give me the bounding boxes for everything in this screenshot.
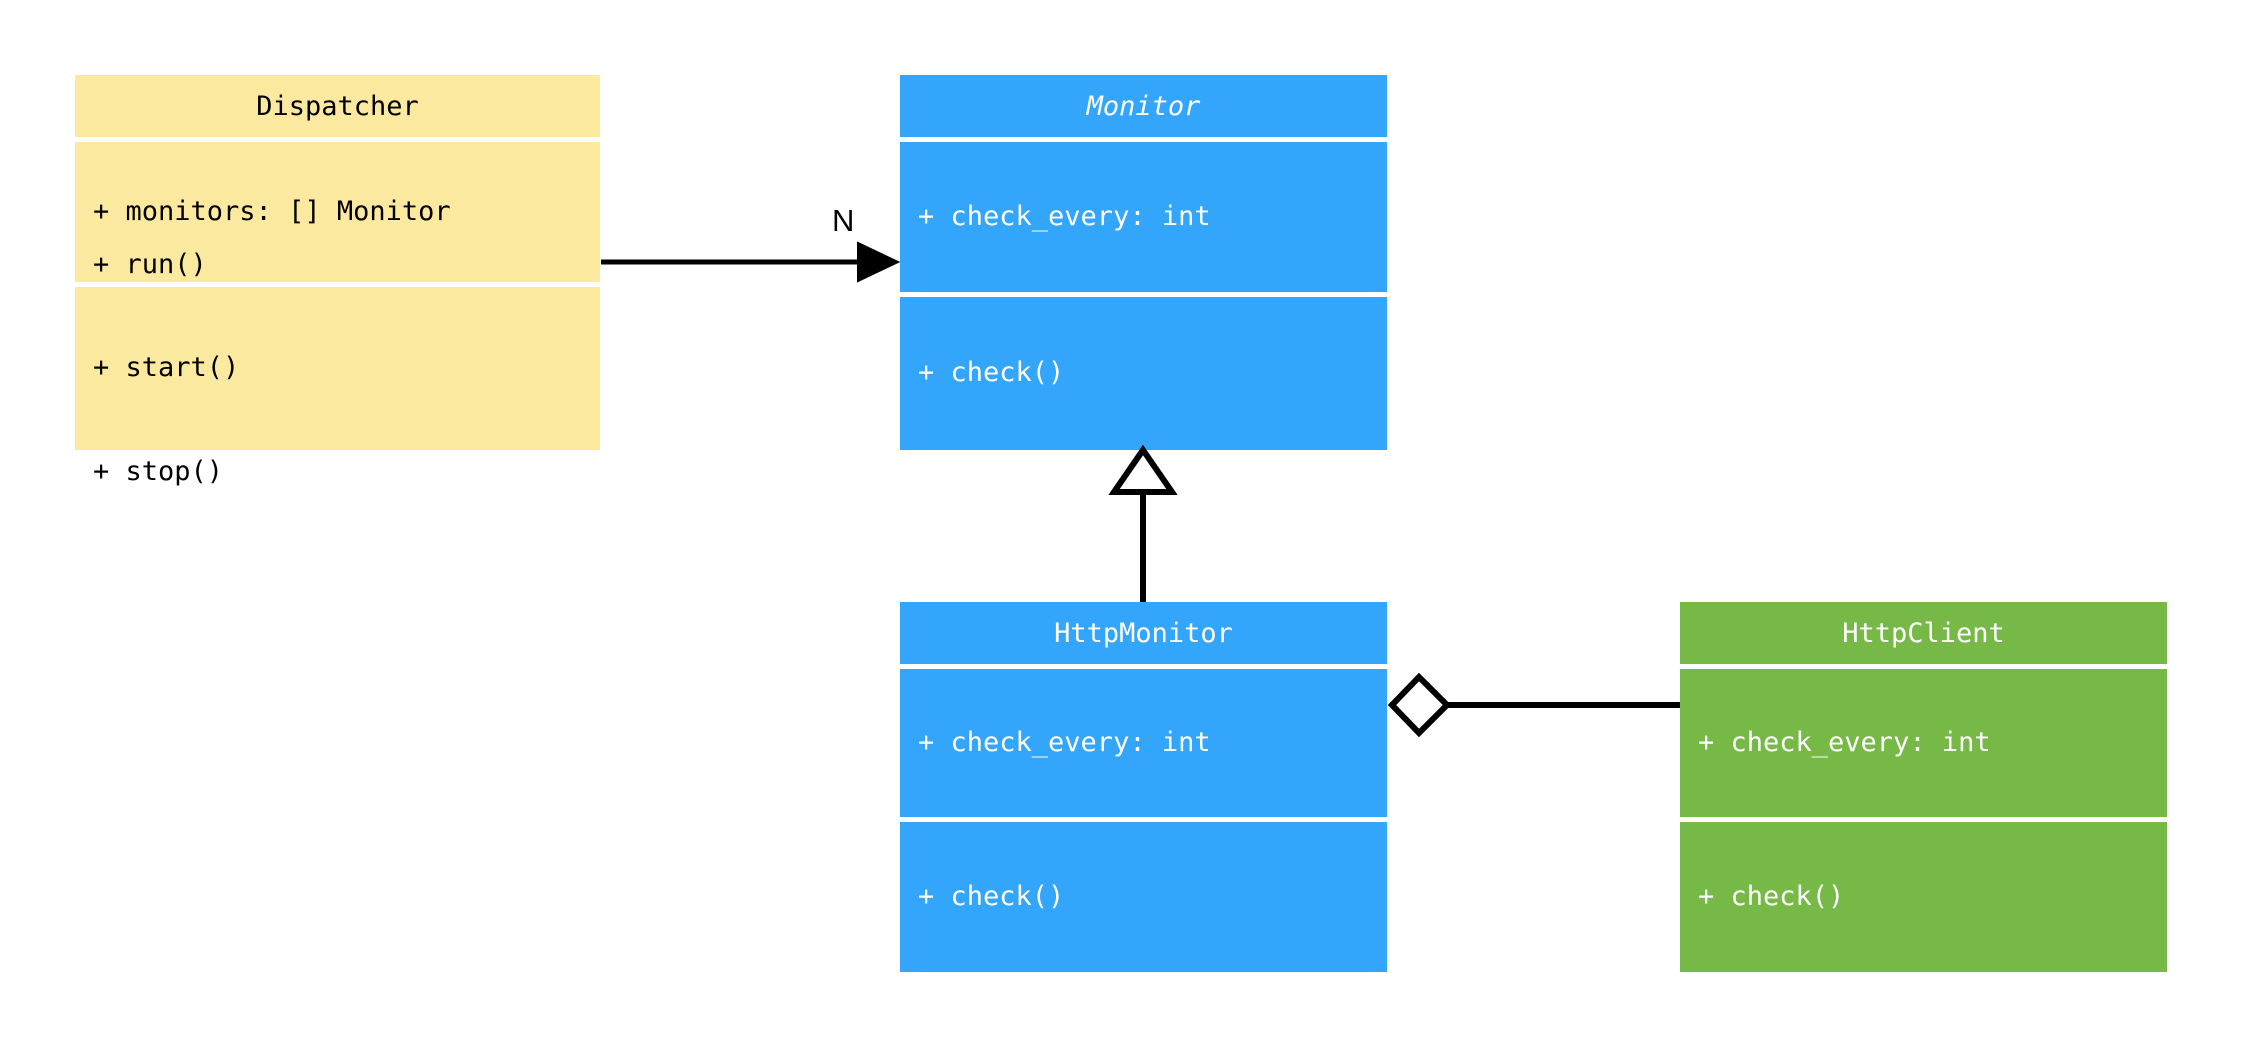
association-dispatcher-to-monitor bbox=[601, 241, 901, 283]
class-attributes-compartment-httpclient: + check_every: int bbox=[1680, 669, 2167, 817]
class-methods-compartment-httpclient: + check() bbox=[1680, 822, 2167, 972]
class-methods-compartment-dispatcher: + run() + start() + stop() bbox=[75, 249, 600, 487]
class-name-httpmonitor: HttpMonitor bbox=[1054, 617, 1233, 649]
attribute-item: + monitors: [] Monitor bbox=[93, 195, 451, 227]
filled-triangle-arrowhead-icon bbox=[857, 241, 901, 283]
class-title-compartment-httpclient: HttpClient bbox=[1680, 602, 2167, 664]
method-item: + check() bbox=[918, 357, 1065, 389]
class-box-monitor[interactable]: Monitor + check_every: int + check() bbox=[900, 75, 1387, 450]
class-name-monitor: Monitor bbox=[1086, 90, 1201, 122]
class-attributes-compartment-monitor: + check_every: int bbox=[900, 142, 1387, 292]
method-item: + start() bbox=[93, 352, 240, 384]
class-attributes-compartment-dispatcher: + monitors: [] Monitor bbox=[75, 142, 600, 282]
class-name-httpclient: HttpClient bbox=[1842, 617, 2005, 649]
aggregation-httpmonitor-to-httpclient bbox=[1387, 672, 1680, 738]
method-list-httpclient: + check() bbox=[1680, 811, 2167, 984]
method-item: + check() bbox=[918, 880, 1065, 912]
hollow-diamond-icon bbox=[1387, 672, 1452, 738]
method-list-httpmonitor: + check() bbox=[900, 811, 1387, 984]
attribute-item: + check_every: int bbox=[918, 726, 1211, 758]
class-title-compartment-monitor: Monitor bbox=[900, 75, 1387, 137]
class-box-httpclient[interactable]: HttpClient + check_every: int + check() bbox=[1680, 602, 2167, 972]
method-list-dispatcher: + run() + start() + stop() bbox=[75, 179, 600, 559]
class-title-compartment-dispatcher: Dispatcher bbox=[75, 75, 600, 137]
method-item: + run() bbox=[93, 248, 207, 280]
method-item: + check() bbox=[1698, 880, 1845, 912]
class-attributes-compartment-httpmonitor: + check_every: int bbox=[900, 669, 1387, 817]
class-name-dispatcher: Dispatcher bbox=[256, 90, 419, 122]
class-title-compartment-httpmonitor: HttpMonitor bbox=[900, 602, 1387, 664]
attribute-item: + check_every: int bbox=[918, 200, 1211, 232]
attribute-list-dispatcher: + monitors: [] Monitor bbox=[75, 126, 600, 299]
attribute-list-httpmonitor: + check_every: int bbox=[900, 657, 1387, 830]
attribute-item: + check_every: int bbox=[1698, 726, 1991, 758]
attribute-list-monitor: + check_every: int bbox=[900, 131, 1387, 304]
class-box-httpmonitor[interactable]: HttpMonitor + check_every: int + check() bbox=[900, 602, 1387, 972]
inheritance-httpmonitor-to-monitor bbox=[1108, 444, 1178, 602]
attribute-list-httpclient: + check_every: int bbox=[1680, 657, 2167, 830]
method-item: + stop() bbox=[93, 455, 224, 487]
class-methods-compartment-monitor: + check() bbox=[900, 297, 1387, 450]
class-box-dispatcher[interactable]: Dispatcher + monitors: [] Monitor + run(… bbox=[75, 75, 600, 487]
method-list-monitor: + check() bbox=[900, 287, 1387, 460]
class-methods-compartment-httpmonitor: + check() bbox=[900, 822, 1387, 972]
association-multiplicity-label: N bbox=[832, 203, 855, 238]
